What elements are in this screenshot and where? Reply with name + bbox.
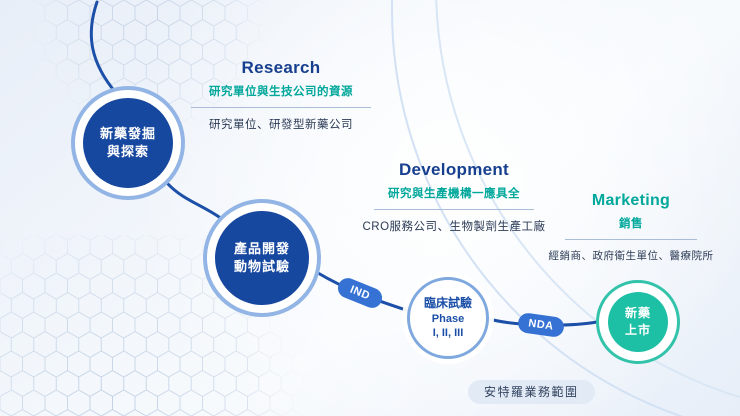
stage-product-line1: 產品開發: [233, 240, 290, 256]
milestone-nda-label: NDA: [527, 317, 555, 333]
section-development: Development 研究與生產機構一應具全 CRO服務公司、生物製劑生產工廠: [348, 160, 560, 234]
stage-product-line2: 動物試驗: [233, 259, 290, 274]
stage-clinical-line3: I, II, III: [432, 326, 464, 339]
path-segment-1-2: [165, 181, 224, 221]
stage-clinical-line1: 臨床試驗: [423, 295, 472, 310]
development-divider: [374, 209, 534, 210]
stage-launch-disc: 新藥 上市: [608, 292, 668, 352]
research-title: Research: [241, 58, 321, 77]
stage-discovery-line2: 與探索: [106, 144, 149, 159]
marketing-title: Marketing: [591, 192, 671, 209]
development-subtitle: 研究與生產機構一應具全: [388, 188, 520, 200]
stage-product-label: 產品開發 動物試驗: [234, 240, 290, 276]
marketing-divider: [565, 239, 697, 240]
milestone-ind-badge: IND: [334, 275, 386, 311]
section-research: Research 研究單位與生技公司的資源 研究單位、研發型新藥公司: [168, 58, 394, 132]
section-marketing: Marketing 銷售 經銷商、政府衛生單位、醫療院所: [536, 192, 726, 263]
stage-launch-label: 新藥 上市: [625, 305, 651, 339]
stage-clinical-circle: 臨床試驗 Phase I, II, III: [407, 277, 489, 359]
path-segment-start: [89, 0, 118, 95]
milestone-nda-badge: NDA: [516, 311, 566, 339]
development-title: Development: [398, 160, 510, 179]
development-detail: CRO服務公司、生物製劑生產工廠: [362, 221, 546, 233]
stage-product-circle: 產品開發 動物試驗: [203, 199, 321, 317]
stage-launch-line1: 新藥: [624, 306, 651, 321]
stage-clinical-line2: Phase: [431, 312, 465, 325]
marketing-subtitle: 銷售: [619, 218, 643, 230]
marketing-detail: 經銷商、政府衛生單位、醫療院所: [548, 250, 714, 262]
research-detail: 研究單位、研發型新藥公司: [209, 119, 353, 131]
milestone-ind-label: IND: [348, 283, 372, 303]
stage-launch-line2: 上市: [624, 323, 651, 337]
stage-discovery-disc: 新藥發掘 與探索: [83, 98, 173, 188]
research-subtitle: 研究單位與生技公司的資源: [209, 86, 353, 98]
stage-discovery-line1: 新藥發掘: [99, 125, 156, 141]
stage-product-disc: 產品開發 動物試驗: [215, 211, 309, 305]
stage-discovery-label: 新藥發掘 與探索: [100, 125, 156, 161]
stage-clinical-label: 臨床試驗 Phase I, II, III: [424, 296, 472, 340]
research-divider: [191, 107, 371, 108]
footer-scope-label: 安特羅業務範圍: [468, 380, 595, 404]
stage-launch-circle: 新藥 上市: [596, 280, 680, 364]
